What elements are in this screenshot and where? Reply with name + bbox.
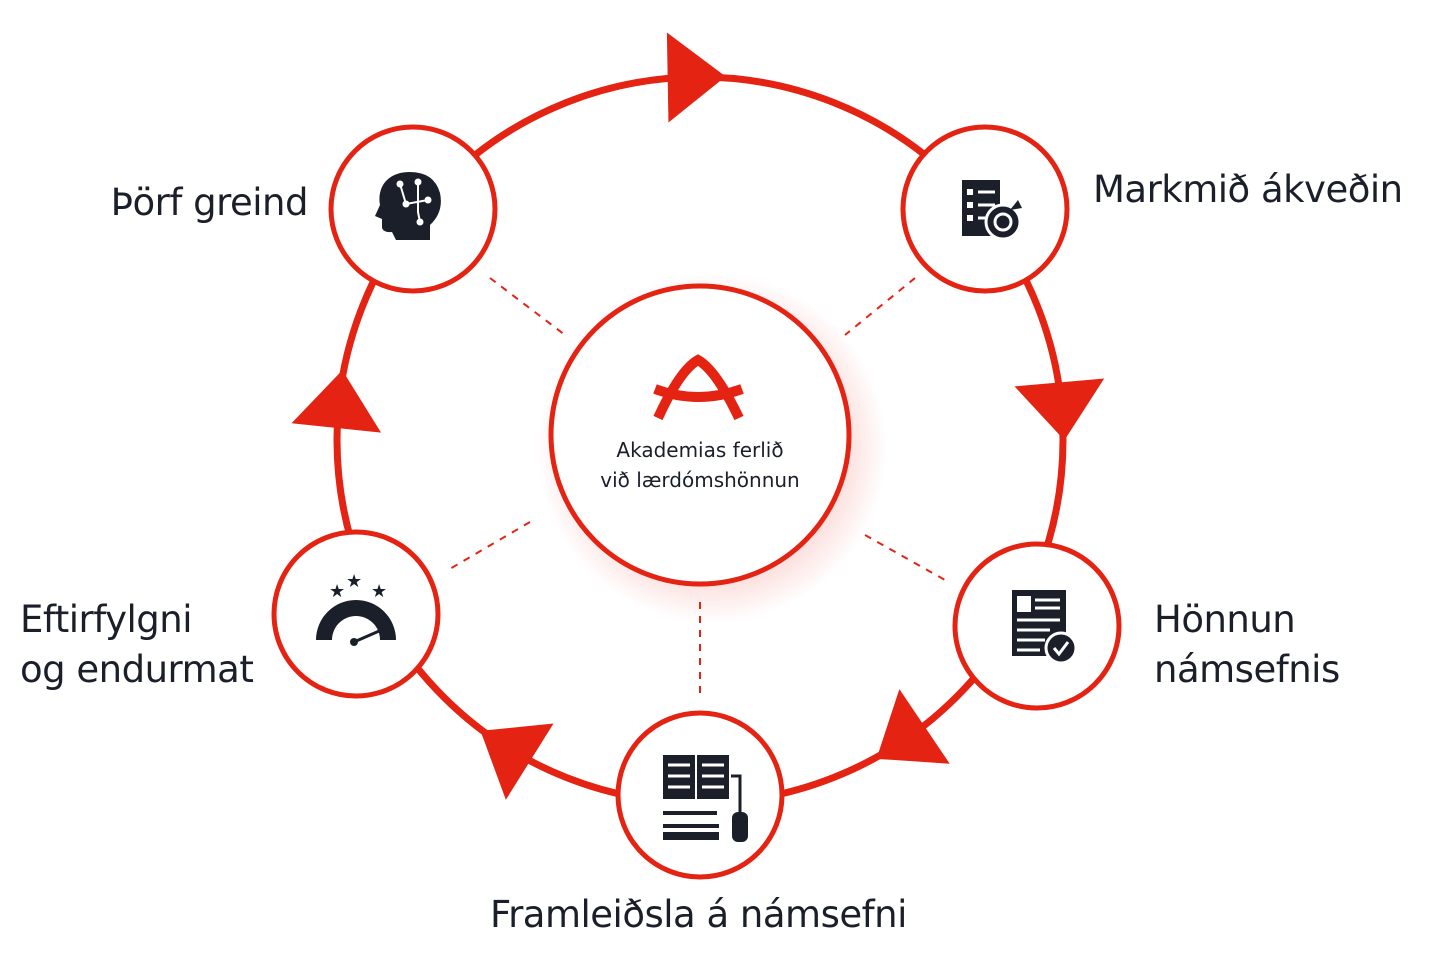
svg-text:★: ★: [371, 581, 387, 602]
direction-arrow-icon: [1014, 378, 1105, 441]
step-label-evaluation-line2: og endurmat: [20, 648, 254, 691]
direction-arrow-icon: [291, 370, 382, 433]
step-label-production: Framleiðsla á námsefni: [490, 893, 907, 936]
svg-text:★: ★: [329, 581, 345, 602]
step-label-design-line2: námsefnis: [1154, 648, 1340, 691]
akademias-logo: [653, 354, 744, 421]
brain-circuit-icon: [375, 172, 441, 240]
step-label-design: Hönnun námsefnis: [1154, 595, 1340, 695]
center-title-line1: Akademias ferlið: [616, 438, 784, 462]
svg-text:★: ★: [346, 571, 362, 592]
step-label-design-line1: Hönnun: [1154, 598, 1296, 641]
step-label-needs: Þörf greind: [110, 181, 309, 224]
step-label-evaluation-line1: Eftirfylgni: [20, 598, 193, 641]
checklist-target-icon: [962, 180, 1022, 241]
connector-line: [844, 277, 916, 336]
connector-line: [447, 521, 531, 571]
document-check-icon: [1012, 590, 1078, 665]
direction-arrow-icon: [480, 723, 554, 800]
rating-gauge-icon: ★★★: [316, 571, 396, 646]
center-circle: [548, 283, 852, 587]
direction-arrow-icon: [666, 32, 726, 123]
step-label-goals: Markmið ákveðin: [1093, 168, 1403, 211]
center-title: Akademias ferlið við lærdómshönnun: [560, 435, 840, 495]
center-title-line2: við lærdómshönnun: [600, 468, 800, 492]
book-computer-icon: [663, 755, 748, 842]
step-label-evaluation: Eftirfylgni og endurmat: [20, 595, 254, 695]
connector-line: [864, 534, 946, 581]
connector-line: [489, 277, 566, 336]
direction-arrow-icon: [876, 689, 950, 764]
